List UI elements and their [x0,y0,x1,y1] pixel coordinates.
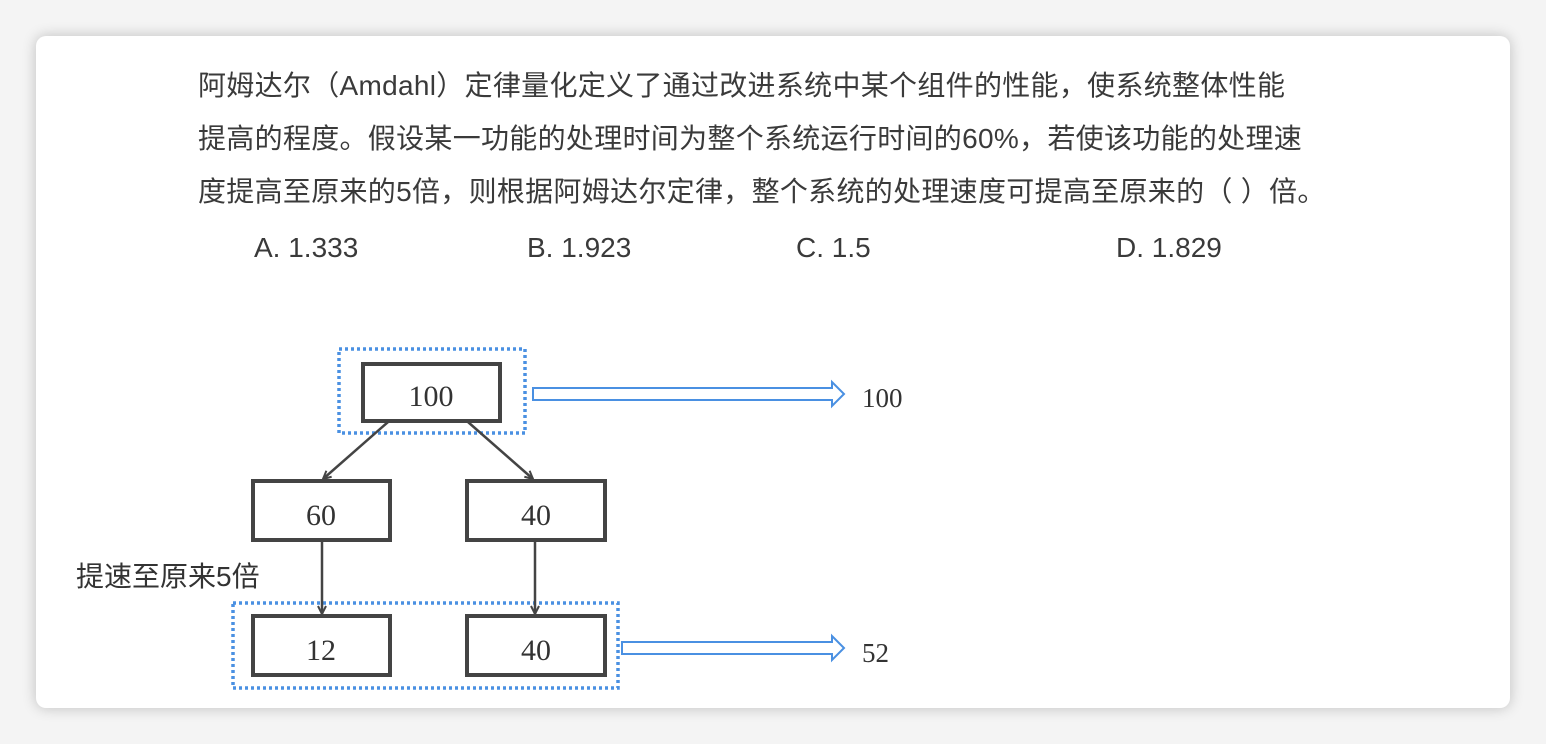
hollow-arrow-bottom [621,633,846,663]
mid-left-box [251,479,392,542]
option-d: D. 1.829 [1116,232,1222,263]
option-c: C. 1.5 [796,232,871,263]
bottom-left-value: 12 [306,634,336,667]
mid-right-box [465,479,607,542]
bottom-group-outline [231,601,620,690]
hollow-arrow-top [532,379,846,409]
bottom-right-value: 40 [521,634,551,667]
mid-left-value: 60 [306,499,336,532]
option-b: B. 1.923 [527,232,632,263]
question-line-3: 度提高至原来的5倍，则根据阿姆达尔定律，整个系统的处理速度可提高至原来的（ ）倍… [198,176,1326,207]
bottom-left-box [251,614,392,677]
question-card [36,36,1510,708]
top-box-value: 100 [409,380,454,413]
question-line-1: 阿姆达尔（Amdahl）定律量化定义了通过改进系统中某个组件的性能，使系统整体性… [198,70,1286,101]
top-result-value: 100 [862,383,903,413]
speedup-label: 提速至原来5倍 [76,561,260,592]
bottom-result-value: 52 [862,638,889,668]
top-box [361,362,502,423]
option-a: A. 1.333 [254,232,359,263]
arrow-top-to-left [323,421,389,479]
arrow-top-to-right [467,421,533,479]
question-line-2: 提高的程度。假设某一功能的处理时间为整个系统运行时间的60%，若使该功能的处理速 [198,123,1303,154]
top-group-outline [337,347,527,435]
bottom-right-box [465,614,607,677]
mid-right-value: 40 [521,499,551,532]
